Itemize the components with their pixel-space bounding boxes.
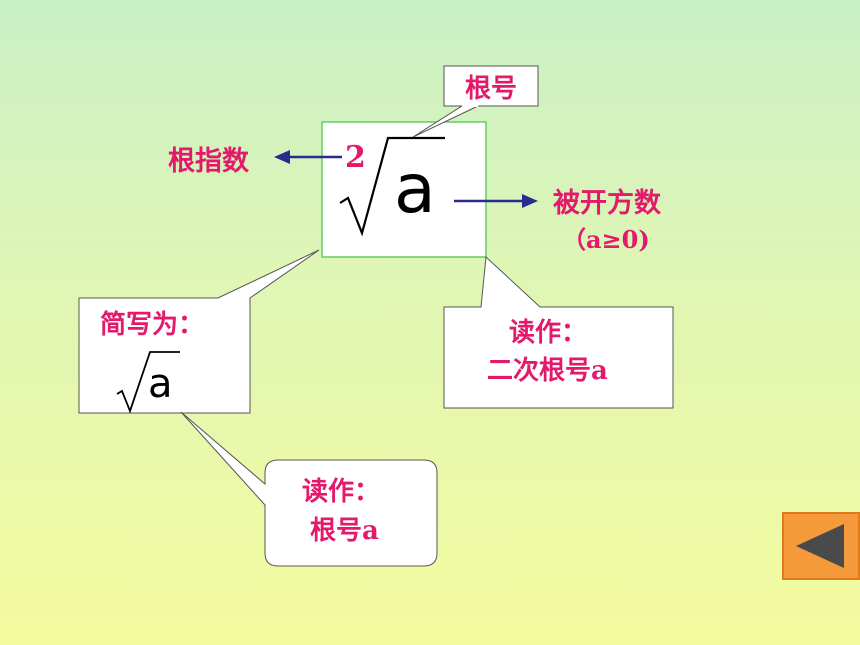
radicand-label: 被开方数 <box>553 188 661 219</box>
radicand-condition: （a≥0) <box>562 225 650 254</box>
simplified-callout-shape <box>78 249 320 414</box>
read-as-title-2: 读作： <box>302 477 381 507</box>
read-as-title-1: 读作： <box>509 318 588 348</box>
radical-label: 根号 <box>464 73 517 104</box>
read-as-callout-1-shape <box>443 255 674 409</box>
large-radical-sign <box>339 136 445 237</box>
radicand-letter: a <box>394 150 436 229</box>
simplified-letter: a <box>148 361 173 407</box>
simplified-title: 简写为： <box>100 310 205 340</box>
index-value: 2 <box>345 140 366 175</box>
radical-expression-box <box>321 121 487 258</box>
index-label: 根指数 <box>168 146 249 177</box>
radicand-arrow <box>454 194 538 208</box>
radical-label-box <box>443 65 539 107</box>
small-radical-sign <box>116 351 180 414</box>
read-as-value-1: 二次根号a <box>487 356 608 386</box>
back-button[interactable] <box>782 512 860 580</box>
read-as-callout-2-shape <box>180 411 438 567</box>
read-as-value-2: 根号a <box>310 516 379 546</box>
index-arrow <box>274 150 342 164</box>
triangle-left-icon <box>782 512 860 580</box>
